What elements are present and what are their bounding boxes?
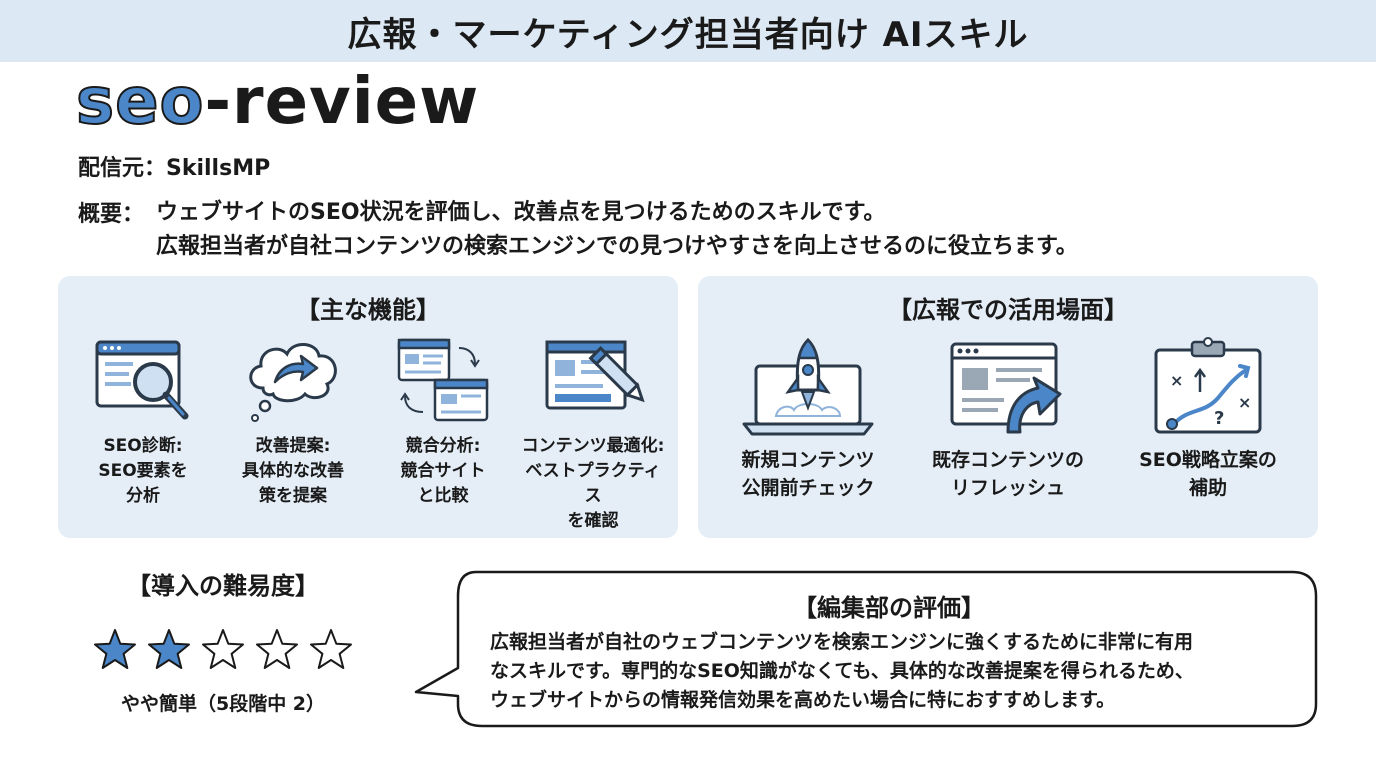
browser-arrow-icon — [950, 342, 1062, 434]
feature-caption: 改善提案: 具体的な改善 策を提案 — [242, 436, 344, 506]
compare-windows-icon — [397, 338, 489, 422]
feature-caption: SEO診断: SEO要素を 分析 — [98, 436, 188, 506]
usecase-item: × × ? SEO戦略立案の 補助 — [1118, 336, 1298, 502]
feature-caption: コンテンツ最適化: ベストプラクティス を確認 — [521, 436, 665, 531]
meta-summary: 概要： ウェブサイトのSEO状況を評価し、改善点を見つけるためのスキルです。 広… — [78, 196, 1078, 264]
usecase-item: 新規コンテンツ 公開前チェック — [718, 336, 898, 502]
feature-item: SEO診断: SEO要素を 分析 — [71, 336, 216, 534]
features-title: 【主な機能】 — [296, 296, 440, 324]
feature-item: コンテンツ最適化: ベストプラクティス を確認 — [521, 336, 666, 534]
summary-line-1: ウェブサイトのSEO状況を評価し、改善点を見つけるためのスキルです。 — [156, 200, 886, 225]
star-empty-icon — [310, 629, 352, 669]
usecase-item: 既存コンテンツの リフレッシュ — [918, 336, 1098, 502]
usecase-caption: SEO戦略立案の 補助 — [1139, 449, 1277, 499]
thought-cloud-arrow-icon — [249, 343, 337, 422]
svg-text:×: × — [1170, 371, 1183, 390]
usecases-panel: 【広報での活用場面】 新規コンテンツ 公開前チェック — [698, 276, 1318, 538]
document-pencil-icon — [545, 340, 645, 410]
header-band: 広報・マーケティング担当者向け AIスキル — [0, 0, 1376, 62]
speech-bubble-shape — [414, 570, 1318, 728]
magnifier-browser-icon — [95, 340, 189, 420]
review-line-2: なスキルです。専門的なSEO知識がなくても、具体的な改善提案を得られるため、 — [490, 660, 1194, 682]
difficulty-stars — [58, 627, 388, 673]
skill-title-part2: -review — [204, 65, 480, 139]
svg-text:×: × — [1238, 393, 1251, 412]
review-line-3: ウェブサイトからの情報発信効果を高めたい場合に特におすすめします。 — [490, 689, 1116, 711]
page-header-title: 広報・マーケティング担当者向け AIスキル — [347, 14, 1029, 55]
feature-item: 改善提案: 具体的な改善 策を提案 — [221, 336, 366, 534]
usecase-caption: 既存コンテンツの リフレッシュ — [931, 449, 1084, 499]
summary-label: 概要： — [78, 202, 145, 227]
review-line-1: 広報担当者が自社のウェブコンテンツを検索エンジンに強くするために非常に有用 — [490, 631, 1194, 653]
svg-text:?: ? — [1214, 408, 1224, 429]
star-filled-icon — [148, 629, 190, 669]
summary-line-2: 広報担当者が自社コンテンツの検索エンジンでの見つけやすさを向上させるのに役立ちま… — [156, 234, 1078, 259]
laptop-rocket-icon — [742, 337, 874, 436]
star-filled-icon — [94, 629, 136, 669]
star-empty-icon — [256, 629, 298, 669]
difficulty-title: 【導入の難易度】 — [127, 572, 319, 600]
usecases-title: 【広報での活用場面】 — [888, 296, 1128, 324]
strategy-clipboard-icon: × × ? — [1154, 337, 1262, 434]
meta-source: 配信元：SkillsMP — [78, 156, 271, 181]
feature-item: 競合分析: 競合サイト と比較 — [371, 336, 516, 534]
review-bubble: 【編集部の評価】 広報担当者が自社のウェブコンテンツを検索エンジンに強くするため… — [412, 568, 1320, 730]
review-title: 【編集部の評価】 — [793, 594, 985, 622]
skill-title: seo-review — [75, 69, 479, 135]
feature-caption: 競合分析: 競合サイト と比較 — [400, 436, 486, 506]
usecase-caption: 新規コンテンツ 公開前チェック — [741, 449, 875, 499]
difficulty-section: 【導入の難易度】 やや簡単（5段階中 2） — [58, 566, 388, 716]
review-body: 広報担当者が自社のウェブコンテンツを検索エンジンに強くするために非常に有用 なス… — [490, 628, 1300, 715]
features-panel: 【主な機能】 SEO診断: SEO要素を 分析 改 — [58, 276, 678, 538]
difficulty-text: やや簡単（5段階中 2） — [120, 693, 326, 715]
star-empty-icon — [202, 629, 244, 669]
skill-title-part1: seo — [75, 65, 205, 139]
